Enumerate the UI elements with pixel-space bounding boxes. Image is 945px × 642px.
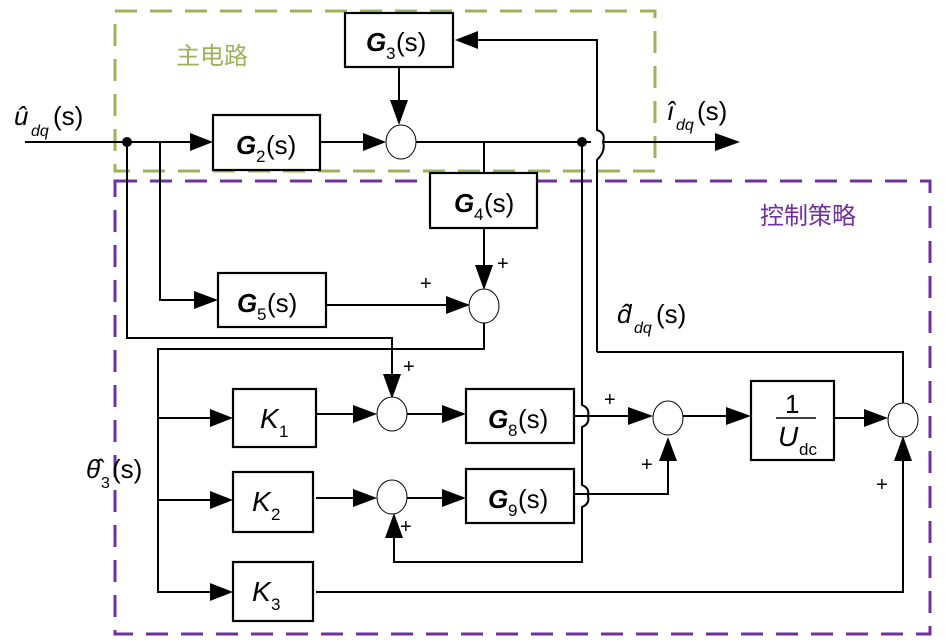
svg-text:(s): (s)	[484, 188, 514, 218]
block-inv-udc: 1 U dc	[749, 379, 836, 462]
wire-output-sum4	[393, 142, 590, 563]
arrow-to-k2	[210, 491, 233, 509]
svg-text:(s): (s)	[396, 27, 426, 57]
wire-to-g5	[159, 142, 196, 301]
block-k1: K 1	[231, 387, 318, 449]
wire-g9-sum5	[574, 460, 669, 495]
block-g8: G 8 (s)	[464, 387, 576, 445]
svg-text:G: G	[454, 188, 474, 218]
arrow-to-g8	[442, 405, 466, 423]
svg-text:(s): (s)	[112, 454, 142, 484]
arrow-to-k1	[210, 409, 233, 427]
svg-text:(s): (s)	[518, 484, 548, 514]
svg-text:î: î	[667, 96, 677, 126]
arrow-to-g5	[194, 291, 218, 309]
svg-text:G: G	[237, 288, 257, 318]
arrow-to-g3	[455, 31, 478, 49]
svg-text:3: 3	[271, 595, 280, 614]
wire-k3-sum6	[316, 460, 904, 593]
svg-text:(s): (s)	[53, 101, 83, 131]
sign-plus-k3: +	[876, 474, 888, 496]
block-k2: K 2	[231, 470, 315, 534]
sign-plus-sum3: +	[403, 356, 415, 378]
arrow-to-k3	[210, 583, 233, 601]
arrow-to-sum3-top	[383, 374, 401, 399]
sign-plus-sum4: +	[400, 516, 412, 538]
main-circuit-label: 主电路	[176, 42, 248, 70]
wire-theta-bus	[157, 323, 485, 593]
wire-input-sum3	[126, 142, 393, 374]
arrow-k1-to-sum3	[353, 405, 377, 423]
svg-text:1: 1	[279, 422, 288, 441]
sum-junction-2	[468, 288, 500, 324]
sum-junction-5	[652, 400, 684, 436]
arrow-output	[715, 133, 740, 151]
svg-text:U: U	[778, 421, 799, 452]
svg-text:G: G	[236, 130, 256, 160]
sign-plus-g4: +	[497, 253, 509, 275]
svg-text:dq: dq	[634, 320, 652, 337]
signal-output-label: î dq (s)	[667, 96, 727, 134]
svg-text:G: G	[366, 27, 386, 57]
svg-text:G: G	[488, 484, 508, 514]
svg-text:1: 1	[785, 389, 799, 419]
svg-text:dc: dc	[799, 440, 817, 459]
arrow-g9-to-sum5	[659, 437, 677, 461]
arrow-udc-to-sum6	[864, 409, 888, 427]
svg-text:(s): (s)	[656, 299, 686, 329]
arrow-to-g9	[442, 489, 466, 507]
signal-duty-label: d̂ dq (s)	[617, 299, 686, 337]
arrow-to-sum4-bottom	[385, 513, 403, 538]
arrow-to-sum1	[363, 133, 386, 151]
svg-text:9: 9	[508, 501, 517, 520]
svg-text:û: û	[14, 101, 28, 131]
svg-text:3: 3	[101, 475, 110, 492]
arrow-to-g2	[190, 133, 213, 151]
arrow-to-udc	[726, 407, 751, 425]
sum-junction-3	[376, 396, 408, 432]
block-g3: G 3 (s)	[343, 11, 455, 69]
svg-text:2: 2	[271, 505, 280, 524]
svg-text:G: G	[488, 404, 508, 434]
block-g2: G 2 (s)	[211, 113, 322, 172]
svg-text:(s): (s)	[267, 288, 297, 318]
block-g9: G 9 (s)	[464, 467, 576, 525]
sign-plus-g5: +	[420, 273, 432, 295]
wire-duty-feedback	[475, 39, 605, 352]
sum-junction-1	[385, 124, 417, 160]
svg-text:(s): (s)	[518, 404, 548, 434]
svg-text:(s): (s)	[697, 96, 727, 126]
sign-plus-g8: +	[604, 389, 616, 411]
block-k3: K 3	[231, 560, 315, 623]
signal-theta-label: θ̂ 3 (s)	[86, 454, 142, 492]
svg-text:d̂: d̂	[617, 299, 633, 329]
svg-text:K: K	[252, 486, 272, 517]
block-g4: G 4 (s)	[428, 171, 539, 230]
sign-plus-g9: +	[641, 454, 653, 476]
svg-text:4: 4	[474, 205, 483, 224]
sum-junction-4	[376, 479, 408, 515]
arrow-g4-to-sum2	[475, 265, 493, 290]
arrow-g3-to-sum1	[390, 100, 408, 125]
arrow-k2-to-sum4	[353, 489, 377, 507]
block-g5: G 5 (s)	[216, 271, 328, 329]
svg-text:dq: dq	[676, 117, 694, 134]
svg-text:K: K	[260, 403, 280, 434]
svg-text:(s): (s)	[266, 130, 296, 160]
svg-text:dq: dq	[31, 123, 49, 140]
signal-input-label: û dq (s)	[14, 101, 83, 140]
wire-sum6-duty	[597, 351, 904, 403]
svg-text:5: 5	[257, 305, 266, 324]
sum-junction-6	[887, 402, 919, 438]
arrow-k3-to-sum6	[894, 436, 912, 461]
svg-text:K: K	[252, 576, 272, 607]
arrow-g5-to-sum2	[446, 296, 470, 314]
svg-text:8: 8	[508, 421, 517, 440]
svg-text:2: 2	[256, 147, 265, 166]
arrow-g8-to-sum5	[628, 407, 653, 425]
control-strategy-label: 控制策略	[760, 202, 856, 230]
svg-text:3: 3	[386, 44, 395, 63]
